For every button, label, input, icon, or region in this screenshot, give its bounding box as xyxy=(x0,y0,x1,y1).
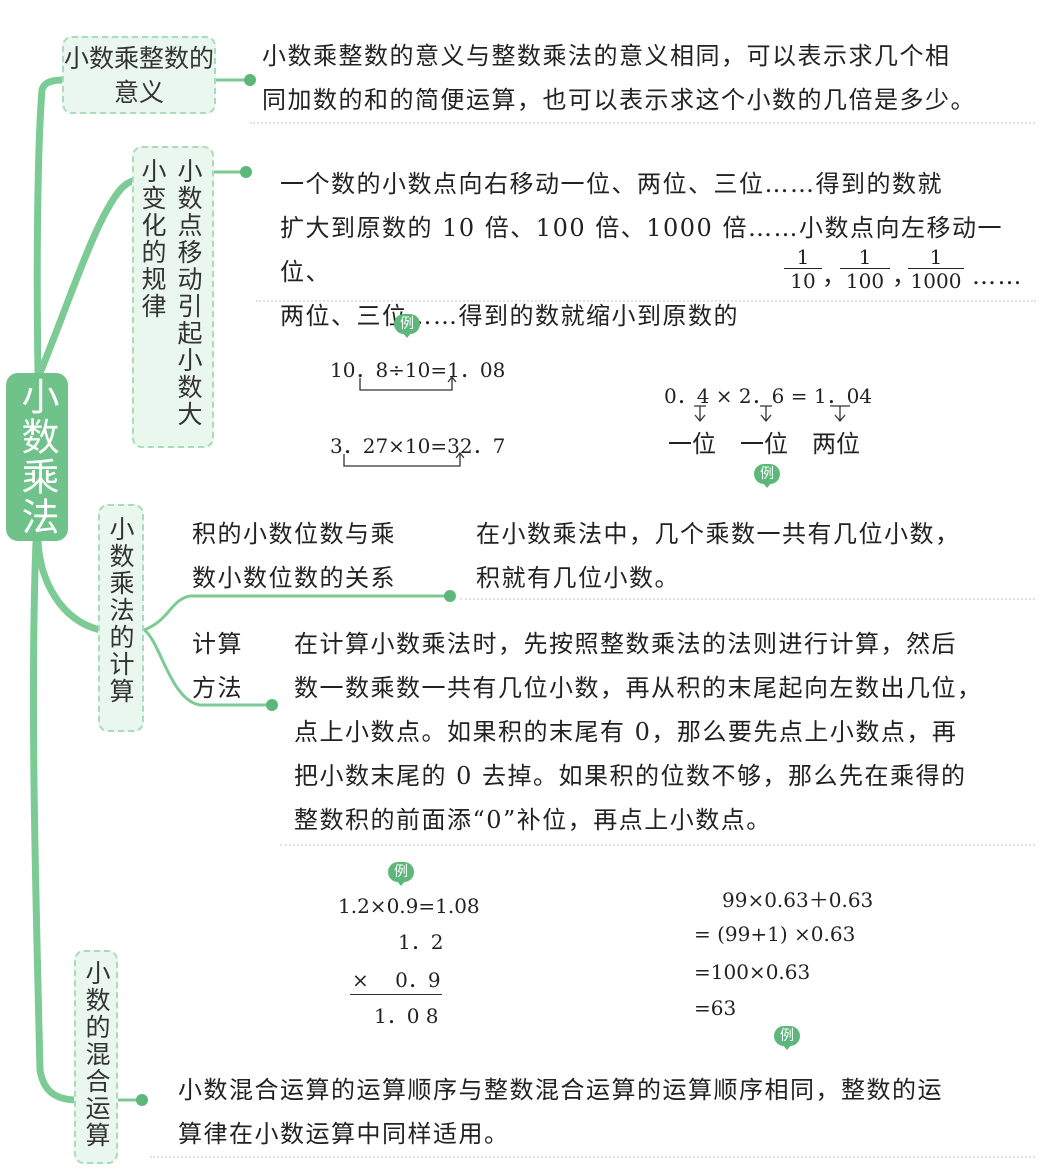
decimal-count-label: 两位 xyxy=(812,430,860,458)
mixed-line-1: 小数混合运算的运算顺序与整数混合运算的运算顺序相同，整数的运 xyxy=(178,1076,943,1104)
example-calc-eq: 1.2×0.9=1.08 xyxy=(338,894,480,918)
decimal-count-label: 一位 xyxy=(740,430,788,458)
divider xyxy=(256,300,1036,302)
divider xyxy=(150,1156,1035,1158)
move-line-3: 两位、三位……得到的数就缩小到原数的 xyxy=(280,302,739,330)
decimal-arrows xyxy=(694,405,850,423)
mixed-text: 小数混合运算的运算顺序与整数混合运算的运算顺序相同，整数的运 算律在小数运算中同… xyxy=(178,1068,943,1156)
branch-calc-node: 小数乘法的计算 xyxy=(98,504,144,732)
method-line-3: 点上小数点。如果积的末尾有 0，那么要先点上小数点，再 xyxy=(294,718,958,746)
example-product-eq: 0．4 × 2．6 = 1．04 xyxy=(664,384,873,408)
move-text: 一个数的小数点向右移动一位、两位、三位……得到的数就 扩大到原数的 10 倍、1… xyxy=(280,162,1051,338)
move-line-2: 扩大到原数的 10 倍、100 倍、1000 倍……小数点向左移动一位、 xyxy=(280,214,1003,286)
method-title: 计算 方法 xyxy=(192,622,243,710)
branch-move-title: 小数点移动引起小数大小变化的规律 xyxy=(138,158,203,428)
meaning-text: 小数乘整数的意义与整数乘法的意义相同，可以表示求几个相 同加数的和的简便运算，也… xyxy=(262,34,976,122)
mixed-example-line-3: =100×0.63 xyxy=(694,960,811,984)
branch-meaning-node: 小数乘整数的意义 xyxy=(62,36,216,114)
move-line-1: 一个数的小数点向右移动一位、两位、三位……得到的数就 xyxy=(280,170,943,198)
relation-line-2: 积就有几位小数。 xyxy=(476,564,680,592)
relation-title-line-1: 积的小数位数与乘 xyxy=(192,520,396,548)
mixed-example-line-1: 99×0.63＋0.63 xyxy=(722,888,874,912)
example-badge: 例 xyxy=(394,314,422,338)
move-arrow-right xyxy=(343,452,465,467)
method-line-2: 数一数乘数一共有几位小数，再从积的末尾起向左数出几位， xyxy=(294,674,983,702)
method-line-1: 在计算小数乘法时，先按照整数乘法的法则进行计算，然后 xyxy=(294,630,957,658)
divider xyxy=(460,598,1035,600)
relation-title-line-2: 数小数位数的关系 xyxy=(192,564,396,592)
branch-dot xyxy=(444,590,456,602)
root-node: 小数乘法 xyxy=(6,373,68,541)
method-title-line-2: 方法 xyxy=(192,674,243,702)
fraction-separator: ， xyxy=(822,262,848,290)
divider xyxy=(250,122,1035,124)
example-badge: 例 xyxy=(754,464,782,488)
branch-dot xyxy=(266,699,278,711)
vertical-calc-line-1: 1．2 xyxy=(398,930,444,954)
relation-line-1: 在小数乘法中，几个乘数一共有几位小数， xyxy=(476,520,961,548)
example-multiply-eq: 3．27×10=32．7 xyxy=(330,434,506,458)
branch-mixed-node: 小数的混合运算 xyxy=(74,950,118,1164)
meaning-line-2: 同加数的和的简便运算，也可以表示求这个小数的几倍是多少。 xyxy=(262,86,976,114)
relation-title: 积的小数位数与乘 数小数位数的关系 xyxy=(192,512,396,600)
mixed-example-line-2: = (99+1) ×0.63 xyxy=(694,922,856,946)
divider xyxy=(280,844,1035,846)
vertical-calc-result: 1．0 8 xyxy=(374,1004,439,1028)
method-text: 在计算小数乘法时，先按照整数乘法的法则进行计算，然后 数一数乘数一共有几位小数，… xyxy=(294,622,983,842)
branch-dot xyxy=(136,1094,148,1106)
meaning-line-1: 小数乘整数的意义与整数乘法的意义相同，可以表示求几个相 xyxy=(262,42,951,70)
decimal-count-label: 一位 xyxy=(668,430,716,458)
mixed-example-line-4: =63 xyxy=(694,996,737,1020)
branch-dot xyxy=(240,166,252,178)
fraction-separator: ， xyxy=(892,262,918,290)
example-divide-eq: 10．8÷10=1．08 xyxy=(330,358,506,382)
method-line-4: 把小数末尾的 0 去掉。如果积的位数不够，那么先在乘得的 xyxy=(294,762,967,790)
branch-mixed-title: 小数的混合运算 xyxy=(82,960,111,1149)
vertical-calc-rule xyxy=(350,994,442,995)
branch-meaning-title: 小数乘整数的意义 xyxy=(64,44,215,107)
vertical-calc-line-2: × 0．9 xyxy=(352,968,441,992)
example-badge: 例 xyxy=(388,862,416,886)
branch-dot xyxy=(244,74,256,86)
ellipsis: …… xyxy=(972,262,1023,290)
move-arrow-left xyxy=(359,376,457,391)
example-badge: 例 xyxy=(774,1026,802,1050)
branch-move-node: 小数点移动引起小数大小变化的规律 xyxy=(132,146,214,448)
mixed-line-2: 算律在小数运算中同样适用。 xyxy=(178,1120,510,1148)
branch-calc-title: 小数乘法的计算 xyxy=(106,516,135,705)
method-title-line-1: 计算 xyxy=(192,630,243,658)
relation-text: 在小数乘法中，几个乘数一共有几位小数， 积就有几位小数。 xyxy=(476,512,961,600)
method-line-5: 整数积的前面添“0”补位，再点上小数点。 xyxy=(294,806,772,834)
